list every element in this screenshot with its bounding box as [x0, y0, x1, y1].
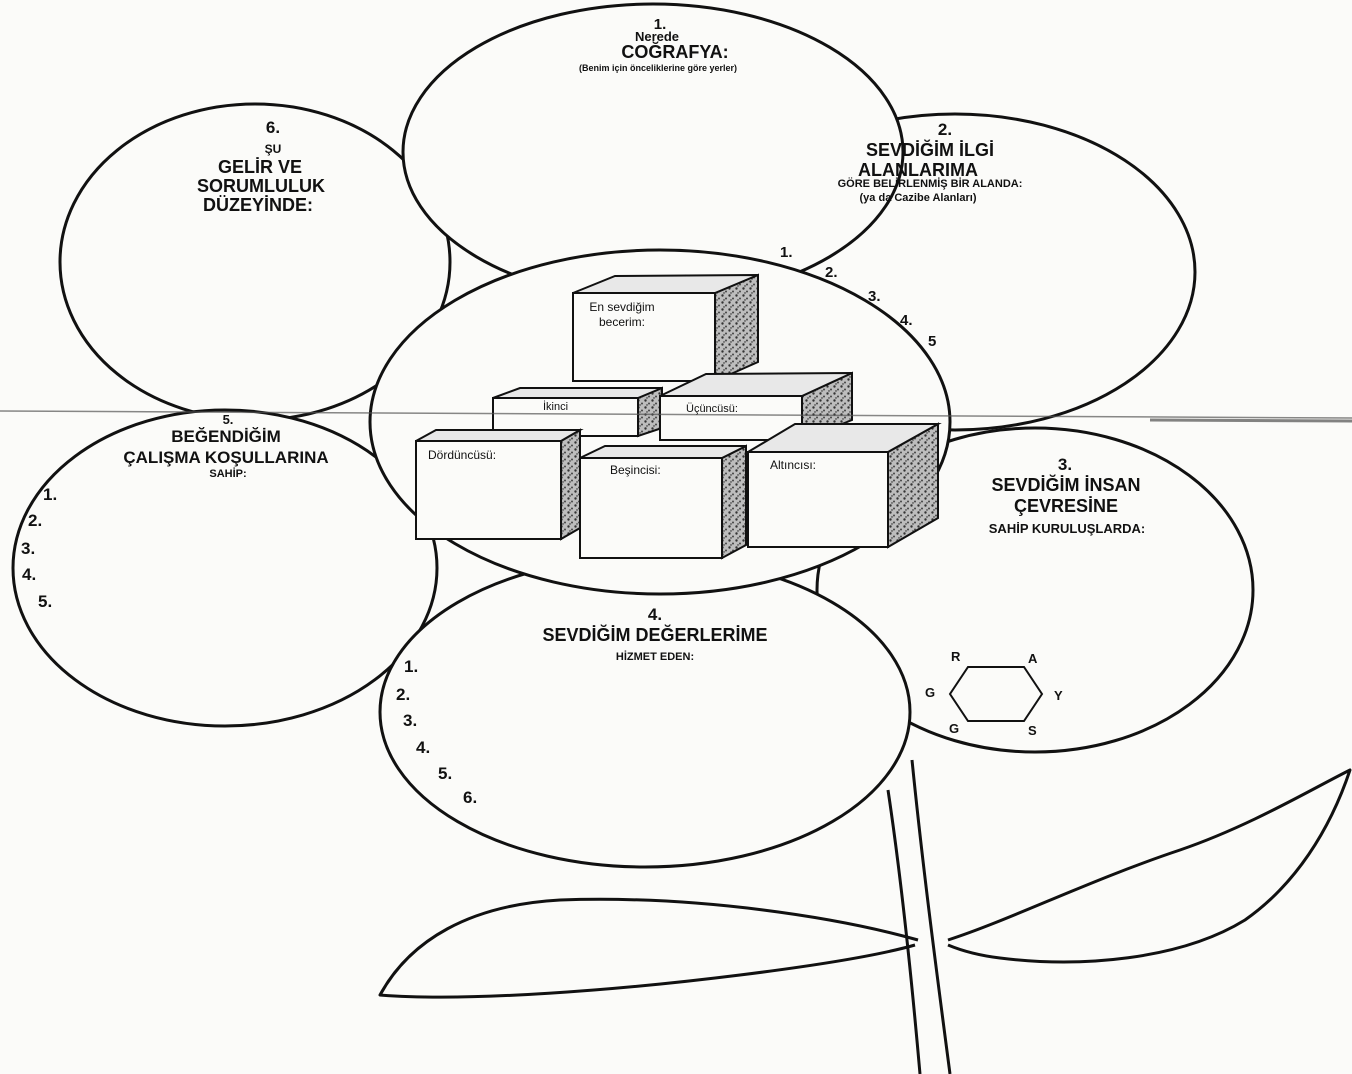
- conditions-title-1: BEĞENDİĞİM: [171, 427, 281, 446]
- geography-subtitle: (Benim için önceliklerine göre yerler): [578, 63, 738, 73]
- people-subtitle: SAHİP KURULUŞLARDA:: [988, 521, 1146, 536]
- conditions-subtitle: SAHİP:: [209, 468, 247, 480]
- hex-letter-a: A: [1028, 651, 1038, 666]
- values-item-3: 3.: [403, 711, 418, 730]
- values-item-4: 4.: [416, 738, 431, 757]
- values-number: 4.: [647, 605, 663, 624]
- income-number: 6.: [265, 118, 281, 137]
- hex-letter-g-bottom: G: [949, 721, 960, 736]
- values-item-5: 5.: [438, 764, 453, 783]
- interests-item-4: 4.: [900, 312, 913, 329]
- block-skill-5: [579, 444, 747, 560]
- people-title-2: ÇEVRESİNE: [1013, 496, 1119, 516]
- petals: [11, 2, 1255, 869]
- block-skill-1: [572, 273, 759, 383]
- conditions-item-4: 4.: [22, 565, 37, 584]
- conditions-item-5: 5.: [38, 592, 53, 611]
- conditions-item-1: 1.: [43, 485, 58, 504]
- block-6-label: Altıncısı:: [770, 458, 817, 472]
- people-title-1: SEVDİĞİM İNSAN: [991, 475, 1141, 495]
- petal-values: [378, 555, 912, 869]
- conditions-item-2: 2.: [28, 511, 43, 530]
- values-item-1: 1.: [404, 657, 419, 676]
- conditions-item-3: 3.: [21, 539, 36, 558]
- block-1-label-line1: En sevdiğim: [589, 300, 655, 314]
- block-4-label: Dördüncüsü:: [428, 448, 497, 462]
- income-su: ŞU: [264, 142, 282, 156]
- values-subtitle: HİZMET EDEN:: [615, 651, 695, 663]
- income-title-1: GELİR VE: [217, 157, 303, 177]
- petal-conditions: [11, 408, 439, 728]
- block-2-label: İkinci: [543, 401, 569, 413]
- interests-item-3: 3.: [868, 288, 881, 305]
- left-leaf: [378, 897, 919, 999]
- stem: [886, 759, 952, 1074]
- interests-item-5: 5: [928, 333, 937, 350]
- hex-letter-s: S: [1028, 723, 1037, 738]
- interests-subtitle-1: GÖRE BELİRLENMİŞ BİR ALANDA:: [837, 178, 1023, 190]
- interests-item-1: 1.: [780, 244, 793, 261]
- hex-letter-g-left: G: [925, 685, 936, 700]
- hex-letter-y: Y: [1054, 688, 1063, 703]
- interests-title-2: ALANLARIMA: [858, 160, 978, 180]
- values-item-2: 2.: [396, 685, 411, 704]
- block-skill-4: [415, 428, 584, 541]
- block-5-label: Beşincisi:: [610, 463, 661, 477]
- block-3-label: Üçüncüsü:: [686, 403, 738, 415]
- conditions-number: 5.: [222, 412, 234, 427]
- block-skill-6: [744, 422, 942, 549]
- scan-line: [0, 410, 1352, 419]
- hexagon-shape: [948, 666, 1044, 722]
- income-title-3: DÜZEYİNDE:: [202, 195, 314, 215]
- values-title: SEVDİĞİM DEĞERLERİME: [542, 625, 768, 645]
- values-item-6: 6.: [463, 788, 478, 807]
- interests-number: 2.: [937, 120, 953, 139]
- income-title-2: SORUMLULUK: [197, 176, 325, 196]
- geography-nerede: Nerede: [634, 29, 680, 44]
- interests-title-1: SEVDİĞİM İLGİ: [865, 140, 995, 160]
- geography-title: COĞRAFYA:: [621, 42, 729, 62]
- conditions-title-2: ÇALIŞMA KOŞULLARINA: [123, 448, 329, 467]
- geography-number: 1.: [653, 16, 667, 33]
- interests-item-2: 2.: [825, 264, 838, 281]
- block-1-label-line2: becerim:: [598, 315, 646, 329]
- block-skill-2: [492, 386, 663, 438]
- stem-and-leaves: [378, 759, 1352, 1074]
- hex-letter-r: R: [951, 649, 961, 664]
- blocks-pyramid: [415, 273, 942, 560]
- interests-subtitle-2: (ya da Cazibe Alanları): [859, 192, 977, 204]
- people-number: 3.: [1057, 455, 1073, 474]
- right-leaf: [947, 768, 1352, 964]
